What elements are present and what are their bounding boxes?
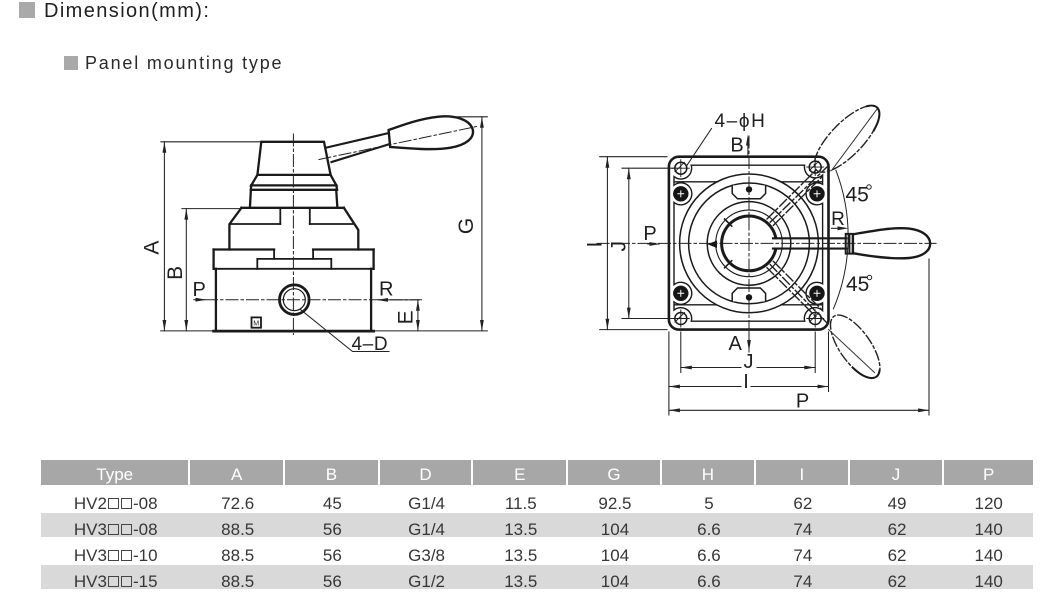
svg-text:R: R bbox=[831, 209, 845, 230]
svg-text:4–ϕH: 4–ϕH bbox=[715, 111, 767, 132]
svg-text:J: J bbox=[608, 241, 631, 252]
svg-text:P: P bbox=[796, 391, 809, 413]
svg-text:45: 45 bbox=[846, 184, 869, 207]
svg-text:M: M bbox=[253, 321, 259, 328]
svg-text:B: B bbox=[730, 135, 743, 157]
svg-text:G: G bbox=[455, 218, 478, 234]
svg-text:R: R bbox=[379, 278, 393, 300]
svg-text:P: P bbox=[193, 279, 206, 301]
svg-text:E: E bbox=[395, 310, 418, 324]
svg-text:4–D: 4–D bbox=[352, 334, 389, 355]
svg-text:A: A bbox=[729, 333, 743, 355]
svg-text:I: I bbox=[584, 242, 607, 248]
svg-text:I: I bbox=[743, 371, 749, 393]
svg-text:J: J bbox=[744, 351, 754, 373]
svg-text:A: A bbox=[140, 241, 163, 255]
svg-text:P: P bbox=[643, 223, 656, 245]
svg-text:45: 45 bbox=[846, 273, 869, 296]
svg-text:B: B bbox=[164, 266, 187, 280]
